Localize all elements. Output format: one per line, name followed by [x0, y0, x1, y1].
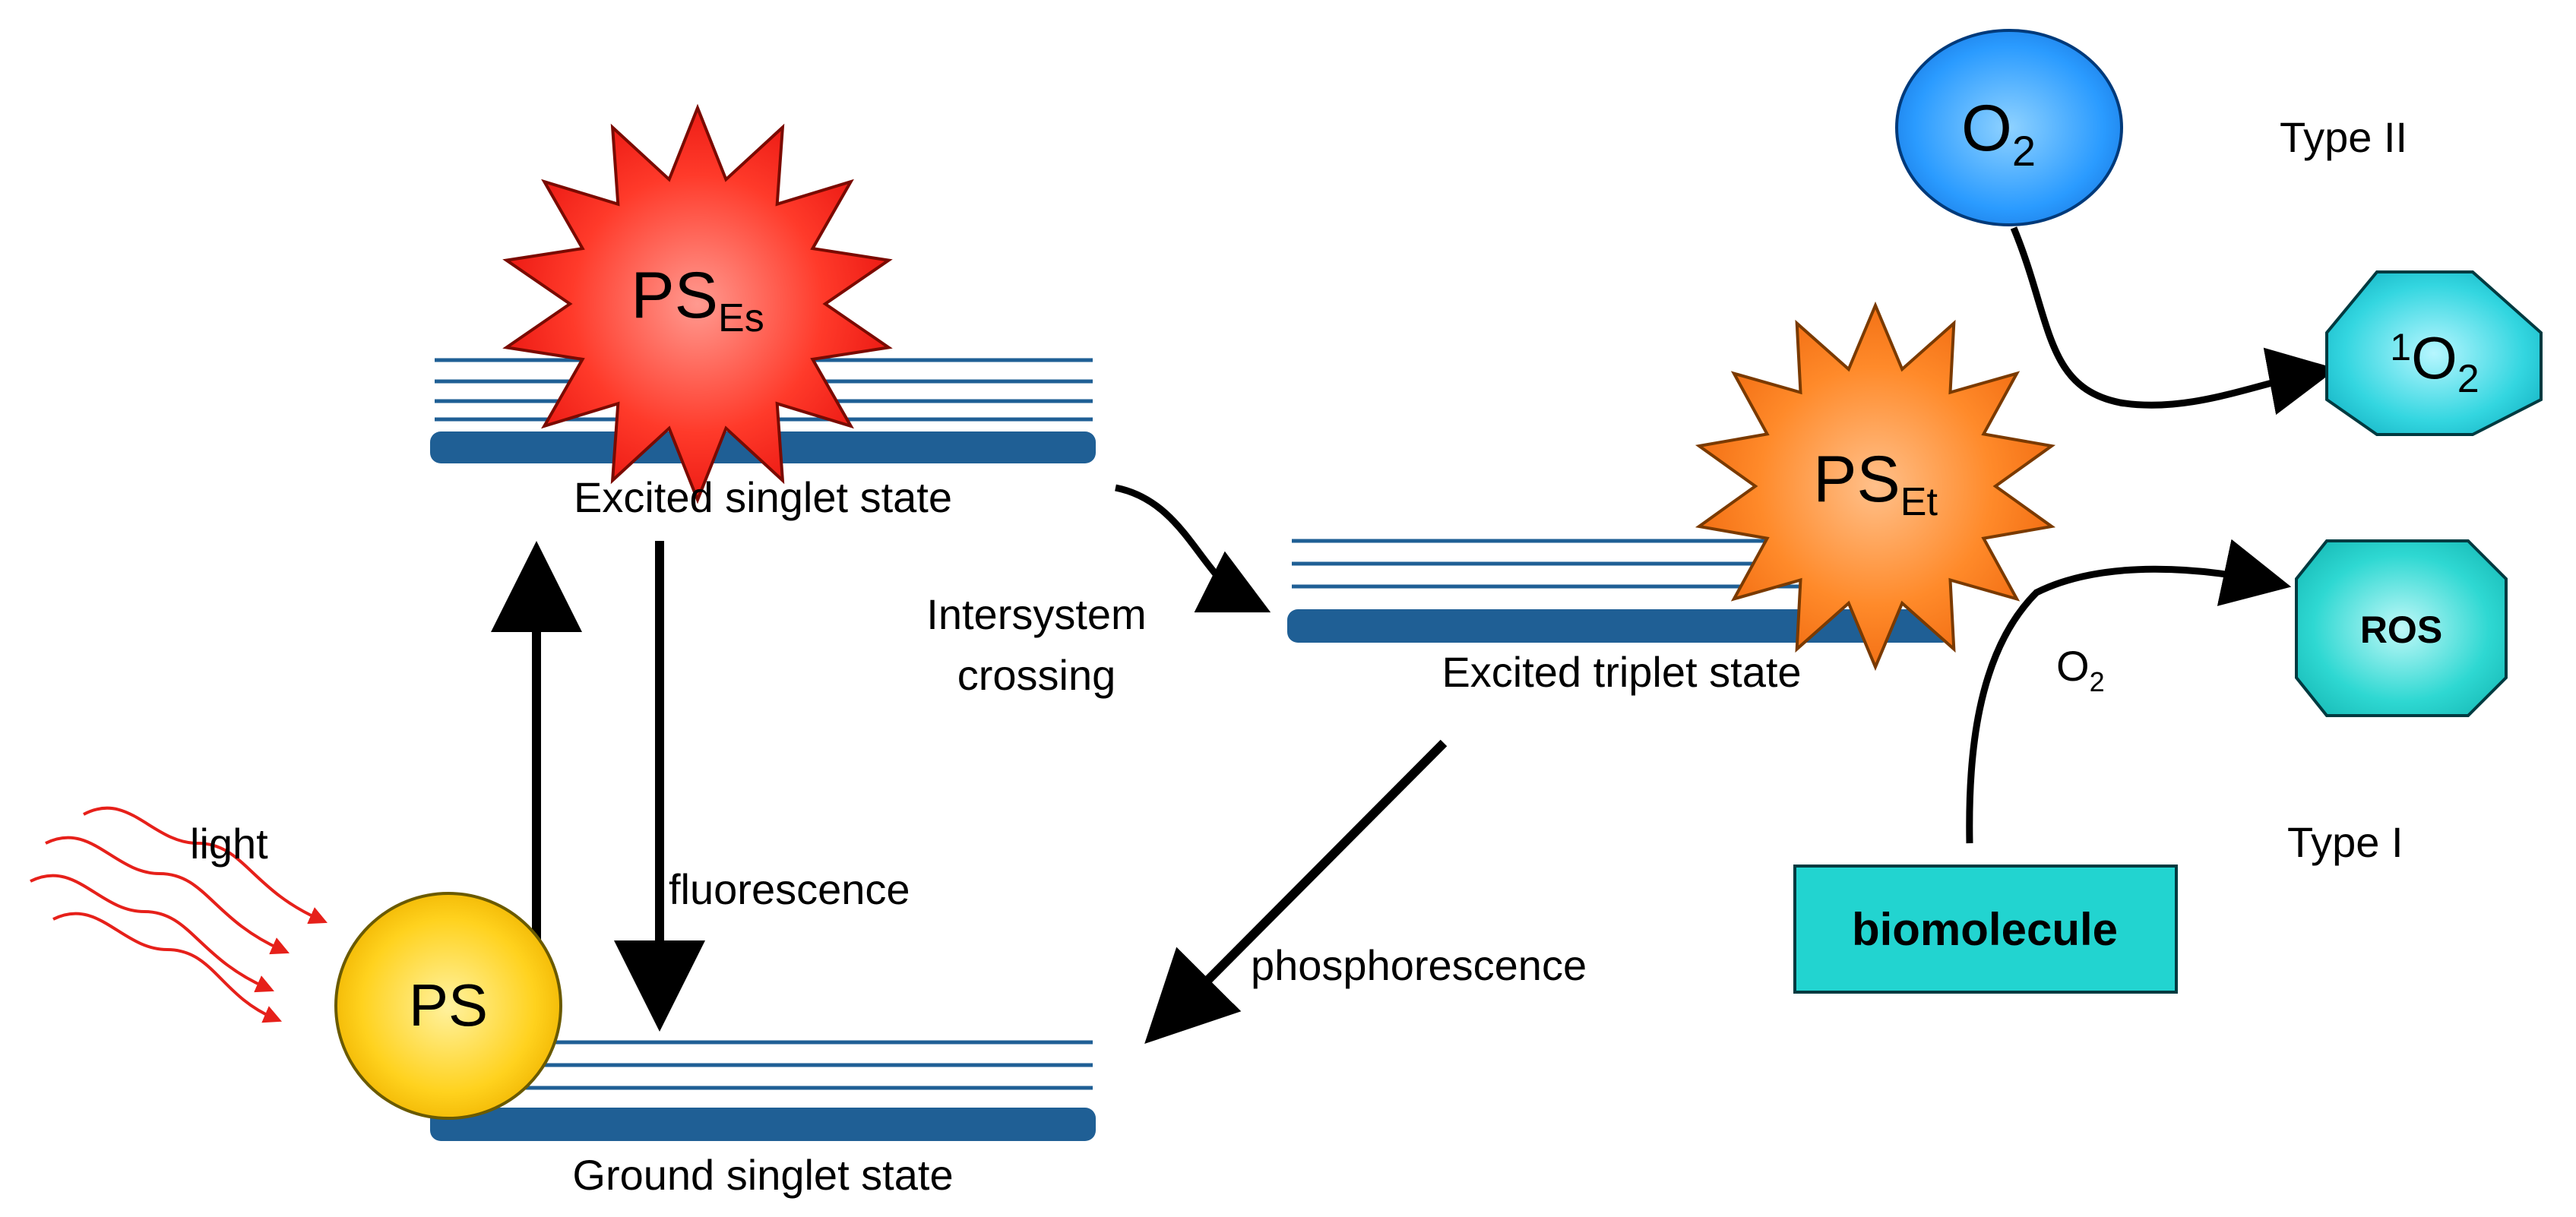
ps-et-base: PS	[1813, 443, 1900, 516]
ps-label: PS	[409, 972, 488, 1038]
light-label: light	[190, 820, 268, 868]
type-ii-label: Type II	[2280, 113, 2407, 161]
singlet-o2-sub: 2	[2457, 357, 2479, 401]
singlet-oxygen: 1O2	[2325, 270, 2543, 436]
excited-triplet-label: Excited triplet state	[1441, 648, 1801, 696]
svg-text:PSEt: PSEt	[1813, 443, 1938, 524]
ps-excited-triplet-star: PSEt	[1695, 301, 2056, 672]
svg-text:O2: O2	[2056, 642, 2105, 697]
ros-label: ROS	[2360, 608, 2442, 651]
singlet-o2-sup: 1	[2390, 326, 2411, 368]
ps-es-sub: Es	[718, 296, 764, 340]
ps-molecule: PS	[334, 892, 562, 1120]
phosphorescence-arrow	[1144, 739, 1448, 1045]
svg-text:PSEs: PSEs	[631, 259, 764, 340]
oxygen-molecule: O2	[1895, 29, 2123, 226]
ps-excited-singlet-star: PSEs	[502, 103, 893, 504]
o2-base: O	[1961, 92, 2012, 165]
intersystem-label-2: crossing	[957, 651, 1116, 699]
type-i-label: Type I	[2287, 818, 2404, 866]
o2-small-base: O	[2056, 642, 2090, 690]
ps-et-sub: Et	[1900, 480, 1938, 524]
singlet-o2-base: O	[2411, 324, 2457, 391]
type-i-arrow	[1966, 539, 2292, 844]
biomolecule-label: biomolecule	[1852, 904, 2118, 955]
biomolecule-box: biomolecule	[1793, 865, 2178, 994]
phosphorescence-label: phosphorescence	[1251, 941, 1587, 989]
fluorescence-label: fluorescence	[669, 865, 910, 913]
svg-text:O2: O2	[1961, 92, 2036, 175]
intersystem-label-1: Intersystem	[926, 590, 1146, 638]
excited-singlet-label: Excited singlet state	[574, 473, 952, 521]
light-rays	[30, 806, 328, 1023]
ground-singlet-label: Ground singlet state	[572, 1151, 953, 1199]
intersystem-crossing-arrow	[1115, 484, 1271, 613]
type-ii-arrow	[2010, 226, 2337, 416]
ros-shape: ROS	[2295, 539, 2508, 717]
o2-sub: 2	[2012, 127, 2036, 175]
ps-es-base: PS	[631, 259, 718, 332]
o2-small-sub: 2	[2090, 666, 2105, 697]
svg-text:1O2: 1O2	[2390, 324, 2479, 401]
